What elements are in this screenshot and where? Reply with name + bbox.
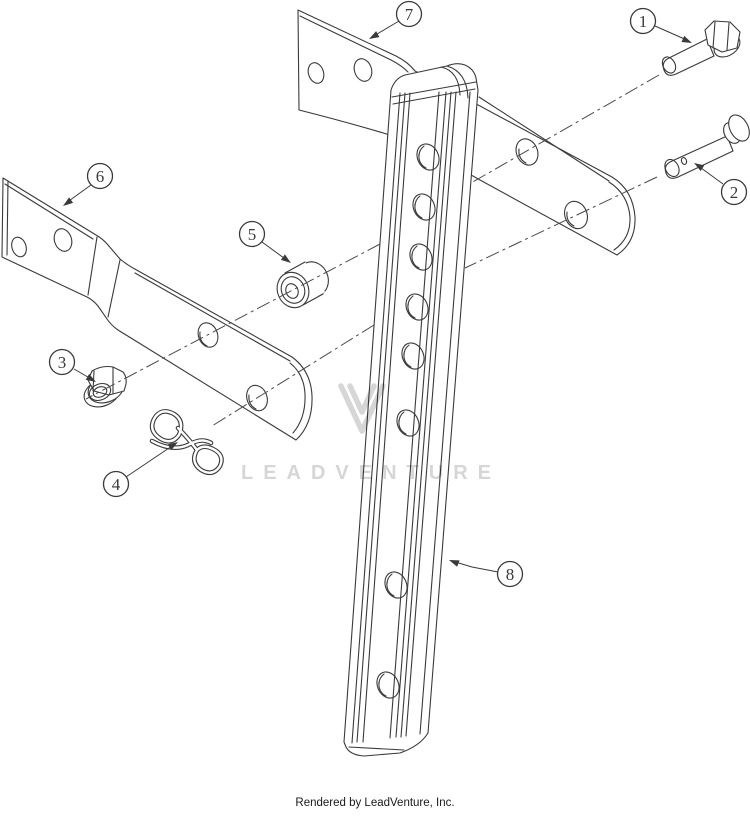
- centerline-bolt-axis-right: [470, 74, 660, 184]
- callout-circle[interactable]: [48, 348, 76, 376]
- part-drawing-lower-mount-bar: [1, 177, 313, 441]
- leadventure-logo-inner-icon: [347, 383, 377, 415]
- callout-number: 2: [730, 183, 739, 202]
- callout-6[interactable]: 6: [61, 162, 114, 209]
- leader-line: [125, 443, 176, 478]
- callout-circle[interactable]: [720, 178, 748, 206]
- callout-5[interactable]: 5: [238, 220, 293, 266]
- callout-circle[interactable]: [86, 162, 114, 190]
- callout-2[interactable]: 2: [692, 160, 748, 206]
- footer-credit: Rendered by LeadVenture, Inc.: [295, 797, 454, 809]
- centerline-bolt-axis-left: [85, 243, 381, 400]
- arrowhead-icon: [449, 560, 460, 567]
- watermark-text: LEADVENTURE: [241, 462, 501, 484]
- arrowhead-icon: [280, 254, 291, 263]
- callout-circle[interactable]: [102, 470, 130, 498]
- leadventure-logo-icon: [338, 383, 386, 434]
- centerline-pin-axis-left: [211, 324, 375, 427]
- callout-number: 1: [639, 12, 648, 31]
- part-drawing-clevis-pin: [664, 114, 750, 179]
- callout-circle[interactable]: [395, 0, 423, 28]
- callout-circle[interactable]: [238, 220, 266, 248]
- channel-holes: [376, 143, 440, 699]
- callout-number: 5: [248, 225, 257, 244]
- callout-number: 8: [506, 565, 515, 584]
- centerline-pin-axis-right: [464, 176, 658, 269]
- arrowhead-icon: [681, 35, 692, 43]
- centerlines: [85, 74, 660, 427]
- callout-number: 6: [96, 167, 105, 186]
- arrowhead-icon: [85, 373, 96, 382]
- arrowhead-icon: [167, 442, 178, 451]
- callout-number: 7: [405, 5, 414, 24]
- part-drawing-hairpin-clip: [149, 409, 224, 476]
- callout-circle[interactable]: [496, 560, 524, 588]
- callout-number: 3: [58, 353, 67, 372]
- callout-1[interactable]: 1: [629, 7, 694, 47]
- arrowhead-icon: [694, 163, 705, 172]
- arrowhead-icon: [369, 31, 380, 39]
- callout-number: 4: [112, 475, 121, 494]
- part-drawing-hex-bolt: [661, 20, 741, 76]
- part-drawing-channel-rail: [343, 63, 479, 757]
- callout-4[interactable]: 4: [102, 439, 180, 498]
- arrowhead-icon: [63, 197, 74, 206]
- callout-3[interactable]: 3: [48, 348, 98, 385]
- watermark: LEADVENTURE: [241, 383, 501, 484]
- callout-circle[interactable]: [629, 7, 657, 35]
- callout-7[interactable]: 7: [367, 0, 423, 42]
- leader-line: [451, 560, 499, 573]
- callout-8[interactable]: 8: [448, 557, 524, 588]
